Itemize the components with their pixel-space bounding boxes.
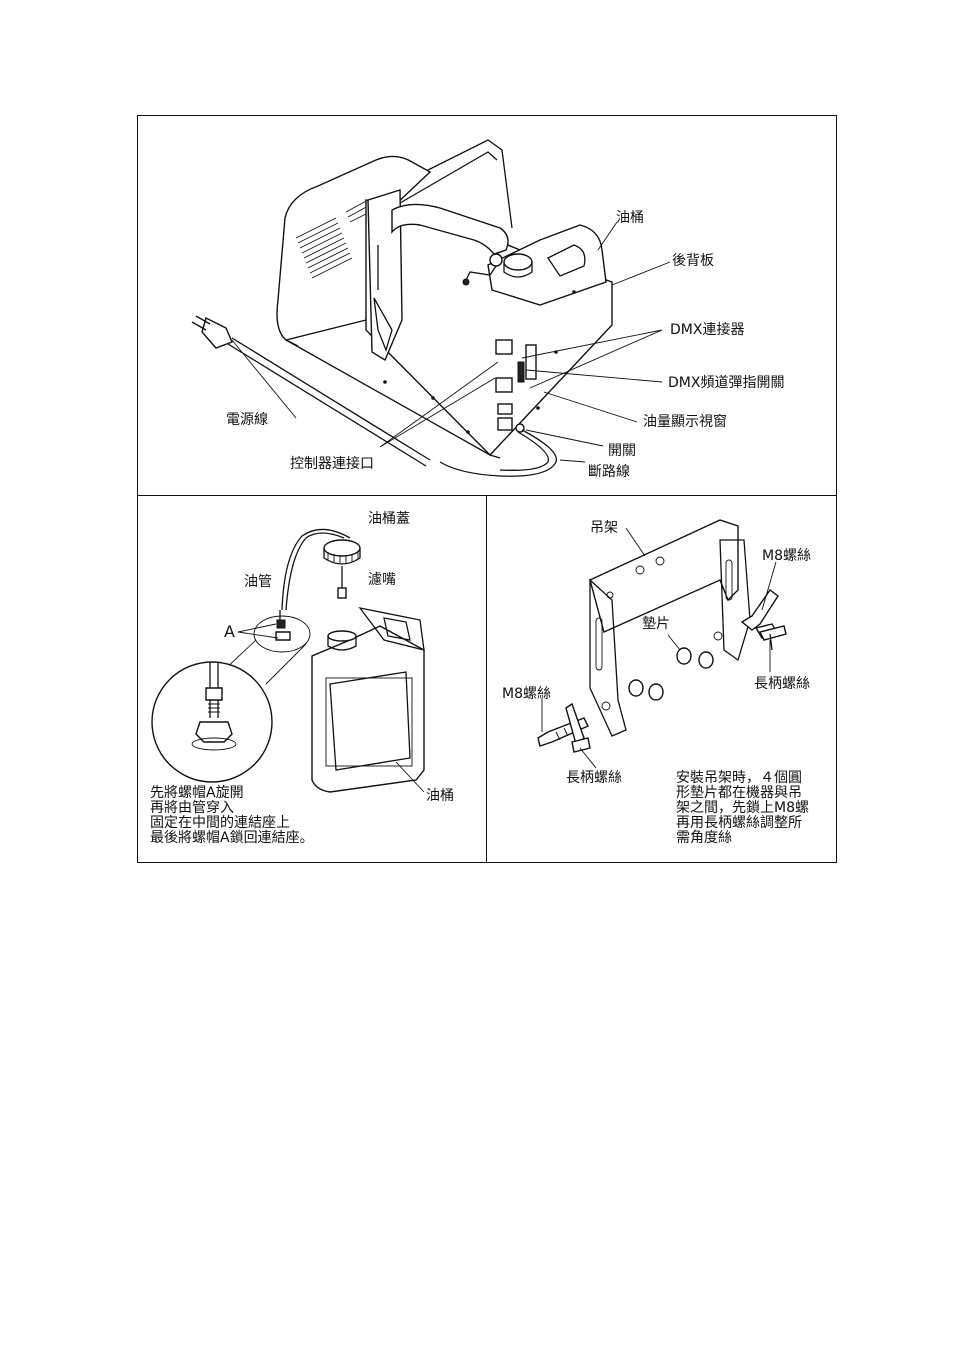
label-controller-port: 控制器連接口 <box>290 456 374 472</box>
label-m8-screw-top: M8螺絲 <box>762 548 811 564</box>
label-jug-tank: 油桶 <box>426 788 454 804</box>
label-m8-screw-left: M8螺絲 <box>502 686 551 702</box>
label-oil-tube: 油管 <box>244 574 272 590</box>
power-plug-icon <box>192 316 232 348</box>
label-back-panel: 後背板 <box>672 253 714 269</box>
label-bracket: 吊架 <box>590 520 618 536</box>
label-dmx-connector: DMX連接器 <box>670 322 744 338</box>
nut-a-instructions: 先將螺帽A旋開 再將由管穿入 固定在中間的連結座上 最後將螺帽A鎖回連結座。 <box>150 786 314 846</box>
label-long-handle-screw-bottom: 長柄螺絲 <box>566 770 622 786</box>
washer-3 <box>629 680 643 696</box>
label-nut-a: A <box>224 624 235 640</box>
label-tank-cap: 油桶蓋 <box>368 511 410 527</box>
label-washer: 墊片 <box>642 616 670 632</box>
label-long-handle-screw-right: 長柄螺絲 <box>754 676 810 692</box>
bracket-instructions: 安裝吊架時，４個圓 形墊片都在機器與吊 架之間，先鎖上M8螺 再用長柄螺絲調整所… <box>676 771 809 846</box>
label-breaker-line: 斷路線 <box>588 464 630 480</box>
hanging-bracket-icon <box>590 520 750 736</box>
label-tank: 油桶 <box>616 210 644 226</box>
label-switch: 開關 <box>608 443 636 459</box>
fluid-jug-icon <box>312 608 424 792</box>
label-power-cord: 電源線 <box>226 412 268 428</box>
washer-2 <box>699 652 713 668</box>
label-dmx-dip-switch: DMX頻道彈指開關 <box>668 375 784 391</box>
washer-1 <box>677 648 691 664</box>
label-oil-window: 油量顯示視窗 <box>643 414 727 430</box>
washer-4 <box>649 684 663 700</box>
label-filter-nozzle: 濾嘴 <box>368 572 396 588</box>
